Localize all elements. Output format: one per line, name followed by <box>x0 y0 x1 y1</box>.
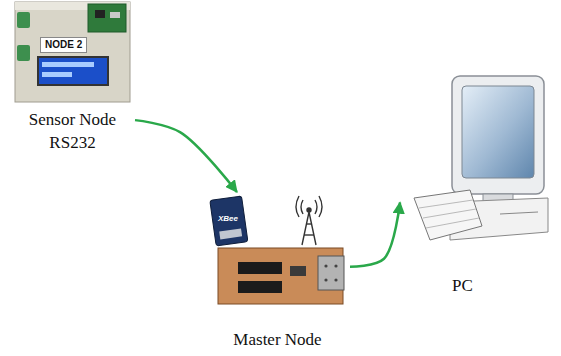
sensor-node-photo <box>15 2 130 102</box>
pc-clipart <box>414 76 548 240</box>
db9-connector <box>318 256 344 290</box>
button <box>17 12 30 28</box>
module-brand: XBee <box>218 214 238 224</box>
device-node: Sensor Node RS232 <box>10 0 135 154</box>
flow-arrow <box>135 120 237 192</box>
button <box>17 45 30 61</box>
antenna-icon <box>296 196 322 245</box>
keyboard <box>414 190 482 240</box>
node-caption: Sensor Node RS232 <box>18 108 127 154</box>
device-node: PC <box>400 72 525 297</box>
pcb <box>88 4 126 32</box>
flow-arrow <box>350 203 400 267</box>
device-tag: NODE 2 <box>40 37 87 53</box>
xbee-module <box>210 196 248 246</box>
node-caption: PC <box>404 274 521 297</box>
node-caption: Master Node <box>209 328 346 351</box>
master-node-photo <box>210 196 344 304</box>
monitor <box>452 76 544 194</box>
circuit-board <box>218 248 343 304</box>
lcd <box>38 57 108 85</box>
